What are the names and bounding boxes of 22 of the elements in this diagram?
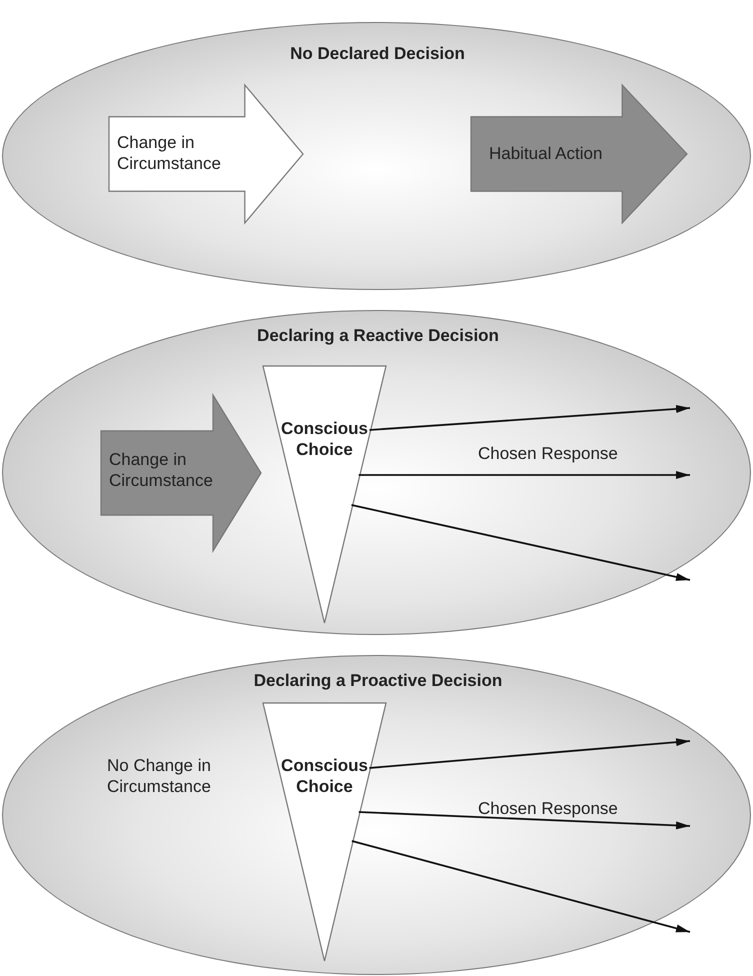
- block-arrow: [101, 395, 261, 551]
- arrow: [351, 504, 690, 582]
- arrow: [358, 811, 690, 830]
- arrow: [358, 471, 690, 479]
- arrow: [369, 404, 690, 431]
- shape-label: Change in Circumstance: [109, 449, 214, 491]
- inverted-triangle: [263, 366, 386, 623]
- text-label: No Change in Circumstance: [107, 755, 212, 797]
- block-arrow: [471, 85, 687, 223]
- shape-label: Conscious Choice: [280, 418, 369, 460]
- inverted-triangle: [263, 703, 386, 961]
- shape-label: Conscious Choice: [280, 755, 369, 797]
- shape-label: Change in Circumstance: [117, 132, 222, 174]
- arrow: [352, 840, 690, 934]
- block-arrow: [109, 85, 303, 223]
- shape-label: Habitual Action: [489, 143, 604, 164]
- arrow: [369, 738, 690, 769]
- panel-title: Declaring a Proactive Decision: [252, 670, 504, 691]
- edge-label: Chosen Response: [478, 798, 618, 819]
- panel-title: No Declared Decision: [289, 43, 466, 64]
- panel-title: Declaring a Reactive Decision: [256, 325, 500, 346]
- edge-label: Chosen Response: [478, 443, 618, 464]
